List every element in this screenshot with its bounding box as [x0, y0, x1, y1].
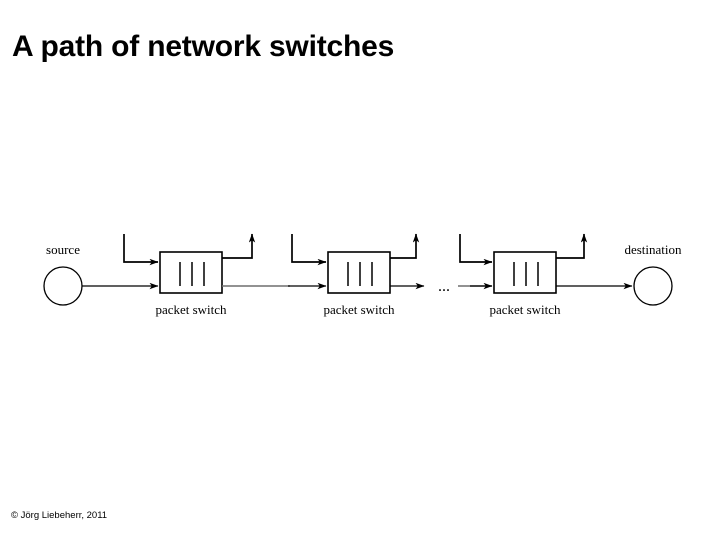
switch3-box [493, 251, 557, 294]
copyright-notice: © Jörg Liebeherr, 2011 [11, 510, 108, 521]
page-title: A path of network switches [12, 30, 395, 63]
destination-node [633, 266, 673, 306]
switch1-up-output [222, 233, 256, 259]
switch1-label: packet switch [155, 302, 227, 317]
source-node [43, 266, 83, 306]
switch2-box [327, 251, 391, 294]
source-label: source [46, 242, 80, 257]
switch1-box [159, 251, 223, 294]
switch2-up-output [390, 233, 420, 259]
ellipsis-label: ... [438, 278, 450, 295]
switch3-up-output [556, 233, 588, 259]
switch3-side-input [459, 234, 493, 266]
switch2-label: packet switch [323, 302, 395, 317]
switch3-label: packet switch [489, 302, 561, 317]
switch1-queue-bars [179, 262, 205, 286]
switch1-side-input [123, 234, 159, 266]
switch2-side-input [291, 234, 327, 266]
switch2-queue-bars [347, 262, 373, 286]
switch3-queue-bars [513, 262, 539, 286]
destination-label: destination [624, 242, 682, 257]
